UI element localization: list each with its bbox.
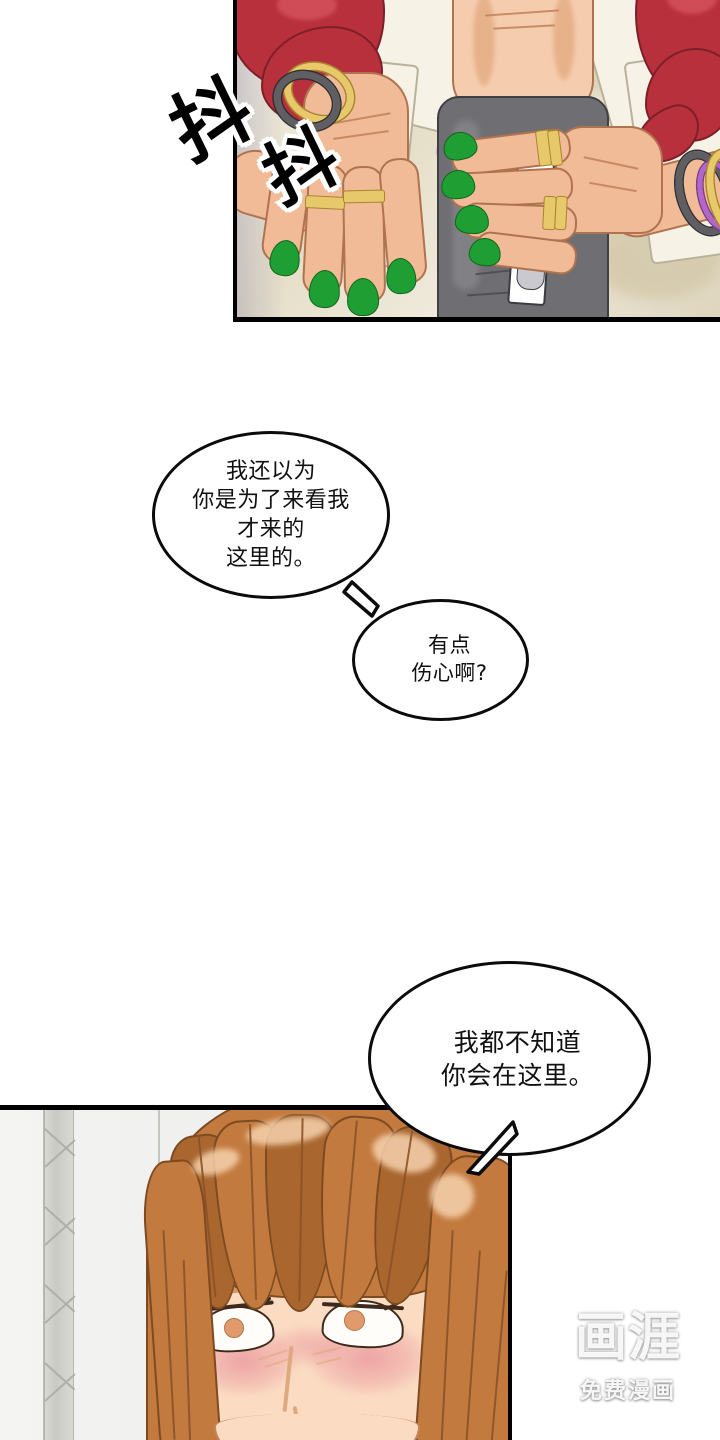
hair-highlight xyxy=(277,0,337,20)
iris-left xyxy=(224,1318,244,1338)
finger-ring xyxy=(554,195,568,231)
watermark-logo-text: 画涯 xyxy=(574,1308,681,1368)
hair-highlight xyxy=(667,0,717,14)
torso-shade xyxy=(553,0,575,80)
speech-bubble-3-text: 我都不知道 你会在这里。 xyxy=(440,1027,594,1090)
watermark-tagline: 免费漫画 xyxy=(579,1379,676,1404)
finger-ring xyxy=(342,189,386,204)
wall-tile-column xyxy=(44,1110,76,1440)
site-watermark: 画涯 免费漫画 xyxy=(548,1312,708,1405)
bubble-connector xyxy=(342,580,380,618)
hair-shine xyxy=(430,1174,474,1218)
panel-bottom xyxy=(0,1105,512,1440)
speech-bubble-2-text: 有点 伤心啊? xyxy=(411,633,488,685)
panel-top xyxy=(233,0,720,322)
speech-bubble-1: 我还以为 你是为了来看我 才来的 这里的。 xyxy=(152,431,390,599)
speech-bubble-3-tail xyxy=(466,1120,519,1176)
torso-shade xyxy=(473,0,495,86)
speech-bubble-1-text: 我还以为 你是为了来看我 才来的 这里的。 xyxy=(192,458,350,572)
wall-seam xyxy=(43,1110,45,1440)
speech-bubble-2: 有点 伤心啊? xyxy=(352,599,529,721)
chin xyxy=(214,1414,420,1440)
iris-right xyxy=(344,1310,365,1331)
